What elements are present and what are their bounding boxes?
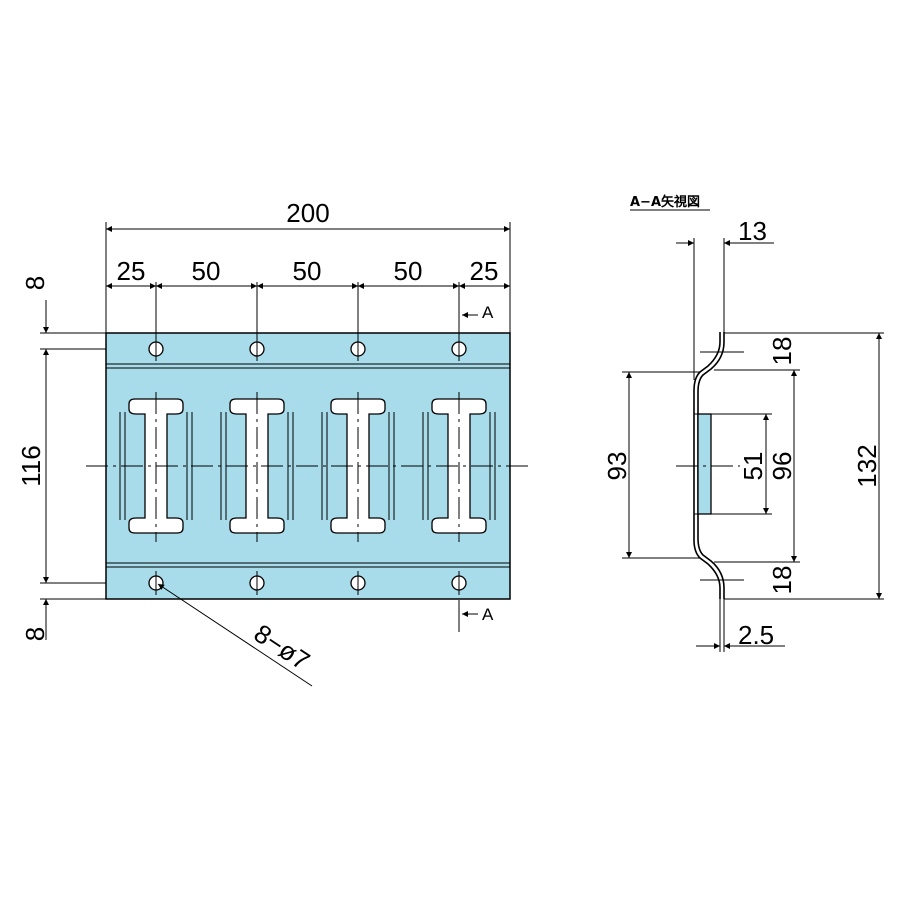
dimension-depth: 13	[676, 216, 774, 380]
dimension-96: 96	[714, 369, 800, 563]
section-marker-bottom: A	[458, 600, 494, 632]
dim-116: 116	[16, 445, 46, 486]
dim-edge-top: 8	[20, 276, 50, 290]
dimension-thickness: 2.5	[696, 599, 785, 652]
section-label-bottom: A	[482, 605, 494, 624]
dim-pitch-5: 25	[470, 256, 499, 286]
dim-pitch-4: 50	[394, 256, 423, 286]
ridge-lines	[106, 363, 510, 568]
front-view: 200 25 50 50 50 25 A	[16, 198, 530, 687]
dim-200: 200	[286, 198, 329, 228]
section-slot	[697, 413, 712, 515]
hole-callout-text: 8−ø7	[249, 618, 316, 676]
dim-132: 132	[852, 444, 882, 487]
dim-13: 13	[738, 216, 767, 246]
dim-93: 93	[602, 452, 632, 481]
dim-pitch-1: 25	[117, 256, 146, 286]
dim-51: 51	[738, 452, 768, 481]
dim-2-5: 2.5	[738, 620, 774, 650]
section-view: A−A矢視図 13 2.5 93	[602, 194, 884, 652]
section-profile-outer	[693, 332, 721, 599]
dimension-93: 93	[602, 371, 700, 559]
dim-18-top: 18	[767, 337, 797, 366]
section-label-top: A	[482, 303, 494, 322]
dimension-width-total: 200	[105, 198, 511, 333]
dimension-pitch: 25 50 50 50 25	[106, 256, 510, 348]
dim-96: 96	[767, 452, 797, 481]
dim-pitch-3: 50	[293, 256, 322, 286]
dimension-51: 51	[711, 413, 772, 515]
dimension-left: 8 116 8	[16, 276, 106, 641]
dim-pitch-2: 50	[192, 256, 221, 286]
dimension-flanges: 18 18	[700, 332, 800, 600]
section-title: A−A矢視図	[630, 194, 700, 210]
dimension-132: 132	[800, 332, 884, 600]
section-marker-top: A	[458, 298, 494, 330]
dim-edge-bottom: 8	[20, 627, 50, 641]
dim-18-bottom: 18	[767, 566, 797, 595]
